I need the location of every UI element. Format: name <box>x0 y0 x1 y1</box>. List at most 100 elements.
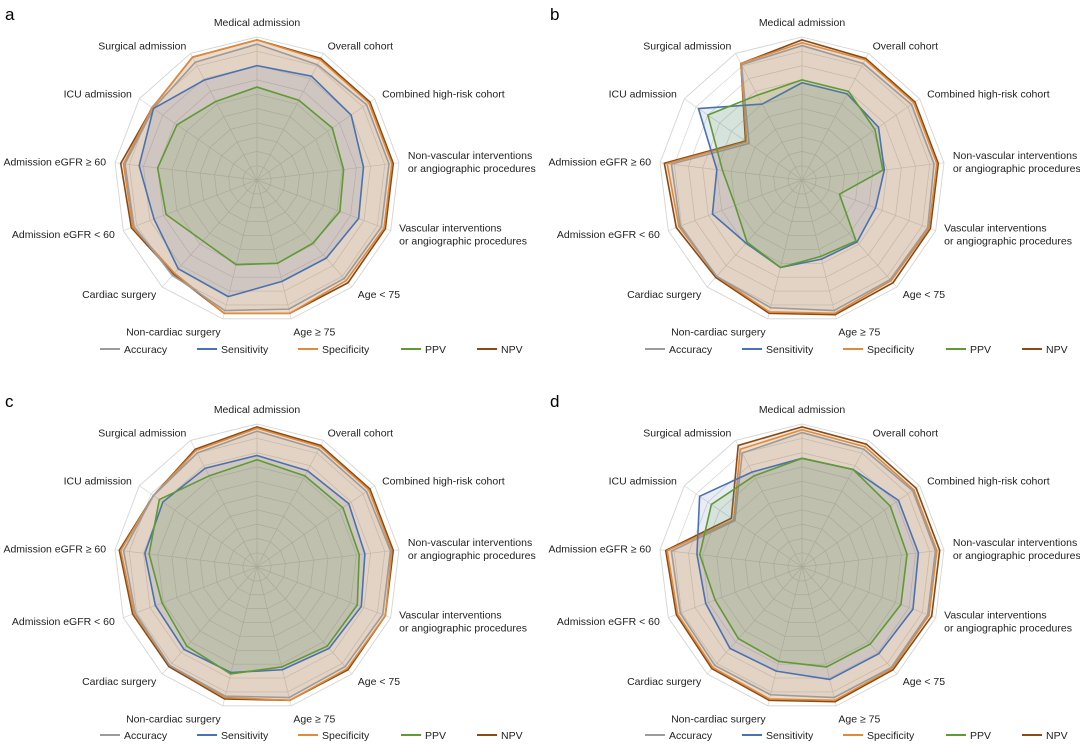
legend-label: Sensitivity <box>766 730 814 742</box>
grid-spoke <box>256 98 375 181</box>
grid-spoke <box>660 549 803 568</box>
grid-spoke <box>684 98 803 181</box>
grid-ring <box>702 79 902 278</box>
axis-label: Age < 75 <box>903 289 945 301</box>
legend-item-npv: NPV <box>1022 730 1068 742</box>
legend-label: Sensitivity <box>221 344 269 356</box>
grid-spoke <box>801 179 898 288</box>
legend-item-npv: NPV <box>1022 344 1068 356</box>
legend-label: Accuracy <box>124 344 168 356</box>
grid-ring <box>185 108 329 250</box>
axis-label: Cardiac surgery <box>82 676 157 688</box>
axis-label: Age ≥ 75 <box>293 327 335 339</box>
axis-label: Overall cohort <box>873 427 938 439</box>
legend-label: Sensitivity <box>221 730 269 742</box>
axis-label: Non-cardiac surgery <box>126 714 221 726</box>
grid-spoke <box>801 566 898 675</box>
grid-spoke <box>256 179 353 288</box>
grid-spoke <box>684 485 803 568</box>
axis-label: ICU admission <box>609 89 677 101</box>
axis-label: Cardiac surgery <box>627 676 702 688</box>
grid-spoke <box>161 566 258 675</box>
axis-label: Overall cohort <box>328 40 393 52</box>
legend-item-npv: NPV <box>477 730 523 742</box>
axis-label: Admission eGFR ≥ 60 <box>3 544 106 556</box>
grid-ring <box>673 437 931 693</box>
panel-letter: a <box>5 5 15 24</box>
axis-label: Age < 75 <box>358 289 400 301</box>
grid-spoke <box>222 566 258 706</box>
axis-label: Medical admission <box>214 17 301 29</box>
legend-label: NPV <box>1046 730 1068 742</box>
panel-letter: c <box>5 392 14 411</box>
grid-ring <box>242 165 272 195</box>
grid-spoke <box>706 179 803 288</box>
grid-spoke <box>256 440 324 568</box>
grid-ring <box>773 538 831 596</box>
legend-label: Accuracy <box>124 730 168 742</box>
series-specificity <box>666 41 938 315</box>
grid-spoke <box>256 485 375 568</box>
grid-spoke <box>706 566 803 675</box>
grid-ring <box>716 480 888 651</box>
grid-spoke <box>801 53 869 181</box>
legend-item-ppv: PPV <box>401 730 446 742</box>
grid-spoke <box>767 179 803 319</box>
grid-spoke <box>190 440 258 568</box>
grid-spoke <box>660 162 803 181</box>
legend-item-specificity: Specificity <box>298 730 370 742</box>
legend-label: NPV <box>501 730 523 742</box>
series-ppv <box>698 457 908 668</box>
grid-ring <box>114 36 400 320</box>
grid-ring <box>228 538 286 596</box>
axis-label: Admission eGFR ≥ 60 <box>548 544 651 556</box>
grid-spoke <box>123 179 258 232</box>
panel-letter: d <box>550 392 559 411</box>
grid-spoke <box>256 549 399 568</box>
axis-label: Medical admission <box>214 404 301 416</box>
series-ppv <box>156 86 345 266</box>
axis-label: Surgical admission <box>643 40 731 52</box>
legend-item-accuracy: Accuracy <box>100 344 168 356</box>
axis-label: Cardiac surgery <box>627 289 702 301</box>
grid-spoke <box>256 179 292 319</box>
grid-ring <box>659 423 945 707</box>
grid-spoke <box>801 179 837 319</box>
grid-ring <box>787 165 817 195</box>
legend: Accuracy Sensitivity Specificity PPV NPV <box>100 730 523 742</box>
grid-ring <box>773 151 831 209</box>
grid-spoke <box>256 179 391 232</box>
grid-spoke <box>801 98 920 181</box>
axis-label: Non-cardiac surgery <box>671 714 766 726</box>
axis-label: Age ≥ 75 <box>838 714 880 726</box>
legend-item-specificity: Specificity <box>298 344 370 356</box>
grid-ring <box>673 50 931 306</box>
legend-item-sensitivity: Sensitivity <box>197 730 269 742</box>
grid-ring <box>128 437 386 693</box>
grid-ring <box>199 509 315 623</box>
radar-grid <box>114 36 400 320</box>
series-accuracy <box>122 430 392 699</box>
panel-letter: b <box>550 5 559 24</box>
axis-label: ICU admission <box>609 476 677 488</box>
legend-label: NPV <box>1046 344 1068 356</box>
legend-label: Specificity <box>867 730 915 742</box>
legend-label: PPV <box>425 344 446 356</box>
series-specificity <box>122 39 393 315</box>
grid-ring <box>199 122 315 236</box>
grid-spoke <box>256 566 353 675</box>
grid-ring <box>157 79 357 278</box>
grid-ring <box>228 151 286 209</box>
grid-ring <box>759 136 845 223</box>
grid-ring <box>214 523 300 610</box>
grid-spoke <box>190 53 258 181</box>
axis-label: Surgical admission <box>98 40 186 52</box>
grid-ring <box>688 452 916 679</box>
legend-item-ppv: PPV <box>946 344 991 356</box>
